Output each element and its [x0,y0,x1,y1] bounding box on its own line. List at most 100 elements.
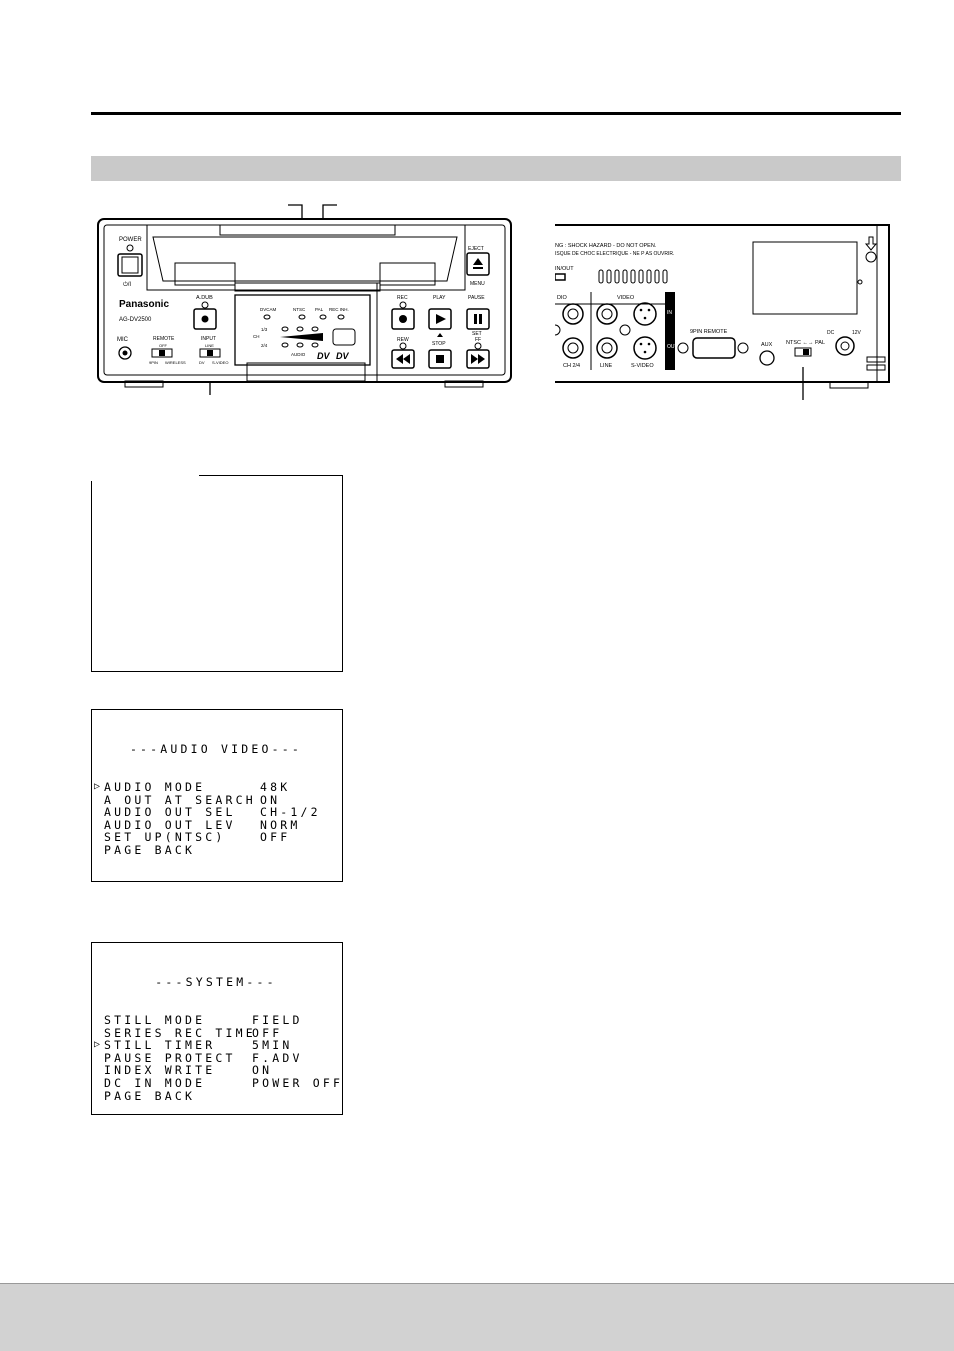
dc-in-jack[interactable] [835,336,855,356]
menu-item-label: STILL MODE [104,1012,206,1027]
indicator-pal: PAL [315,307,324,312]
mic-jack[interactable] [118,346,132,360]
menu-item-value: FIELD [252,1012,303,1027]
indicator-dvcam: DVCAM [260,307,277,312]
menu-item-label: PAUSE PROTECT [104,1050,236,1065]
menu-item-label: SET UP(NTSC) [104,830,226,845]
rear-in-label: IN [667,310,672,316]
menu-cursor-icon: ▷ [94,780,101,792]
menu-item-label: STILL TIMER [104,1038,216,1053]
dc-label: DC [827,330,835,336]
input-dv-label: DV [199,360,205,365]
rear-audio-label: DIO [557,295,568,301]
ch13-label: 1/3 [261,327,268,332]
remote9pin-label: 9PIN REMOTE [690,329,728,335]
adub-label: A.DUB [196,295,213,301]
menu-row[interactable]: AUDIO OUT SEL CH-1/2 [92,806,340,819]
warning-line2: ISQUE DE CHOC ELECTRIQUE - NE P AS OUVRI… [555,251,674,257]
section-heading-band [91,156,901,181]
menu-item-value: CH-1/2 [260,805,321,820]
menu-item-label: AUDIO MODE [104,779,206,794]
rear-line-label: LINE [600,363,613,369]
aux-jack[interactable] [759,350,775,366]
audio-video-menu-title: ---AUDIO VIDEO--- [129,742,303,757]
menu-item-label: AUDIO OUT SEL [104,805,236,820]
power-symbol: ⏻/I [123,281,131,288]
dv-logo: DV [317,351,330,361]
brand-logo: Panasonic [119,299,169,310]
page-footer-band [0,1283,954,1351]
mic-label: MIC [117,337,129,343]
ch-label: CH [253,334,260,339]
minidv-logo: DV [336,351,349,361]
menu-item-label: DC IN MODE [104,1075,206,1090]
rec-label: REC [397,295,408,301]
indicator-ntsc: NTSC [293,307,306,312]
menu-row[interactable]: PAGE BACK [92,1088,340,1103]
menu-item-value: ON [260,792,281,807]
pause-label: PAUSE [468,295,485,301]
aux-label: AUX [761,342,773,348]
blank-screen-label-gap [91,475,199,481]
menu-row[interactable]: STILL MODE FIELD [92,1014,340,1027]
menu-item-label: PAGE BACK [104,842,196,857]
menu-item-value: ON [252,1063,273,1078]
rear-panel-illustration: NG : SHOCK HAZARD - DO NOT OPEN. ISQUE D… [555,224,890,400]
menu-row[interactable]: ▷AUDIO MODE 48K [92,781,340,794]
model-label: AG-DV2500 [119,317,152,323]
rear-svideo-label: S-VIDEO [631,363,654,369]
remote-wireless-label: WIRELESS [165,360,186,365]
ff-label: FF [475,337,481,343]
front-panel-illustration: POWER ⏻/I Panasonic AG-DV2500 A.DUB MIC … [97,204,512,395]
pause-button[interactable] [466,308,490,330]
v12-label: 12V [852,330,862,336]
menu-label: MENU [470,281,485,287]
eject-label: EJECT [468,246,484,252]
9pin-remote-connector[interactable] [692,337,736,359]
rear-ch24-label: CH 2/4 [563,363,580,369]
inout-label: IN/OUT [555,266,574,272]
power-label: POWER [119,237,142,243]
menu-item-value: 48K [260,779,291,794]
menu-row[interactable]: PAGE BACK [92,844,340,857]
rear-label-plate [752,241,858,315]
input-svideo-label: S-VIDEO [212,360,228,365]
remote-label: REMOTE [153,336,175,342]
blank-screen-box [91,475,343,672]
power-button[interactable] [117,253,143,277]
menu-row[interactable]: INDEX WRITE ON [92,1064,340,1077]
menu-item-label: PAGE BACK [104,1088,196,1103]
menu-item-label: SERIES REC TIME [104,1025,256,1040]
menu-row[interactable]: SET UP(NTSC) OFF [92,831,340,844]
system-menu-title: ---SYSTEM--- [155,975,277,990]
menu-cursor-icon: ▷ [94,1039,101,1051]
menu-item-value: OFF [260,830,291,845]
indicator-recinh: REC INH. [329,307,349,312]
audio-meter-label: AUDIO [291,352,306,357]
menu-item-value: POWER OFF [252,1075,344,1090]
input-line-label: LINE [205,343,214,348]
menu-item-value: NORM [260,817,301,832]
menu-item-value: F.ADV [252,1050,303,1065]
warning-line1: NG : SHOCK HAZARD - DO NOT OPEN. [555,243,657,249]
menu-row[interactable]: PAUSE PROTECT F.ADV [92,1052,340,1065]
menu-item-label: INDEX WRITE [104,1063,216,1078]
play-label: PLAY [433,295,446,301]
stop-label: STOP [432,341,446,347]
menu-row[interactable]: AUDIO OUT LEV NORM [92,819,340,832]
remote-off-label: OFF [159,343,168,348]
menu-item-label: AUDIO OUT LEV [104,817,236,832]
remote-9pin-label: 9PIN [149,360,158,365]
input-label: INPUT [201,336,216,342]
rear-video-label: VIDEO [617,295,635,301]
menu-item-value: OFF [252,1025,283,1040]
rear-out-label: OUT [667,344,678,350]
